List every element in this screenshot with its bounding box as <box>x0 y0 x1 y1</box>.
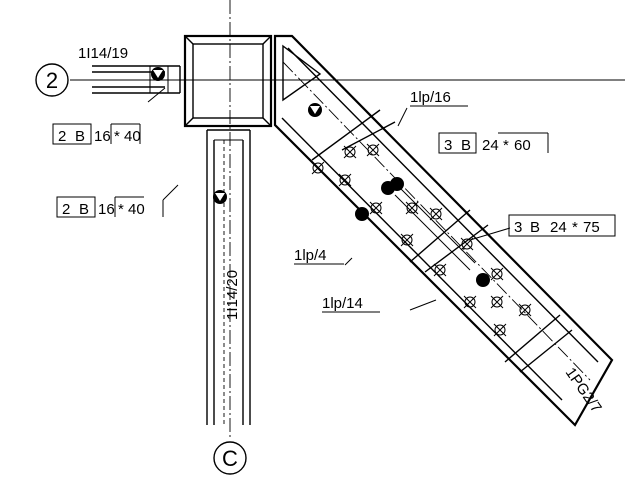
grid-bubble-2 <box>35 63 69 97</box>
bolt-holes <box>311 143 532 337</box>
leader-bolt-left <box>147 87 166 103</box>
grid-label-2: 2 <box>46 68 58 93</box>
bolt-icon <box>213 190 227 204</box>
svg-text:40: 40 <box>124 128 141 145</box>
svg-text:16: 16 <box>98 201 115 218</box>
svg-text:*: * <box>114 128 120 145</box>
leader-plate-14 <box>409 299 437 311</box>
label-plate-1lp-16: 1lp/16 <box>410 89 451 106</box>
leader-plate-16 <box>397 107 408 127</box>
svg-text:*: * <box>572 219 578 236</box>
label-plate-1lp-4: 1lp/4 <box>294 247 327 264</box>
label-bolt-3b24x60: 3 B 24 * 60 <box>438 132 549 154</box>
bolt-icon <box>308 103 322 117</box>
svg-text:75: 75 <box>583 219 600 236</box>
svg-text:B: B <box>75 128 85 145</box>
label-bolt-3b24x75: 3 B 24 * 75 <box>508 214 616 237</box>
svg-text:2: 2 <box>58 128 66 145</box>
bolt-icon <box>476 273 490 287</box>
girder-diagonal <box>273 34 614 427</box>
svg-text:2: 2 <box>62 201 70 218</box>
label-bolt-2b16x40-mid: 2 B 16 * 40 <box>56 196 164 218</box>
svg-text:16: 16 <box>94 128 111 145</box>
bolt-icon <box>151 67 165 81</box>
column-box <box>183 34 273 128</box>
svg-text:60: 60 <box>514 137 531 154</box>
bolt-icon <box>355 207 369 221</box>
column-vertical <box>206 129 251 425</box>
svg-text:*: * <box>118 201 124 218</box>
leader-3b75 <box>469 227 511 241</box>
svg-text:3: 3 <box>444 137 452 154</box>
svg-text:24: 24 <box>550 219 567 236</box>
grid-bubble-c <box>213 441 247 475</box>
label-plate-1lp-14: 1lp/14 <box>322 295 363 312</box>
svg-text:24: 24 <box>482 137 499 154</box>
svg-text:B: B <box>79 201 89 218</box>
leader-bolt-mid <box>162 184 179 201</box>
leader-plate-4 <box>344 257 353 266</box>
svg-text:B: B <box>461 137 471 154</box>
svg-text:B: B <box>530 219 540 236</box>
svg-text:40: 40 <box>128 201 145 218</box>
svg-text:3: 3 <box>514 219 522 236</box>
label-bolt-2b16x40-top: 2 B 16 * 40 <box>52 123 141 145</box>
grid-label-c: C <box>222 446 238 471</box>
bolt-icon <box>390 177 404 191</box>
svg-text:*: * <box>503 137 509 154</box>
label-beam-1i14-19: 1I14/19 <box>78 45 128 62</box>
beam-left <box>92 65 181 94</box>
label-column-1i14-20: 1I14/20 <box>224 270 241 320</box>
